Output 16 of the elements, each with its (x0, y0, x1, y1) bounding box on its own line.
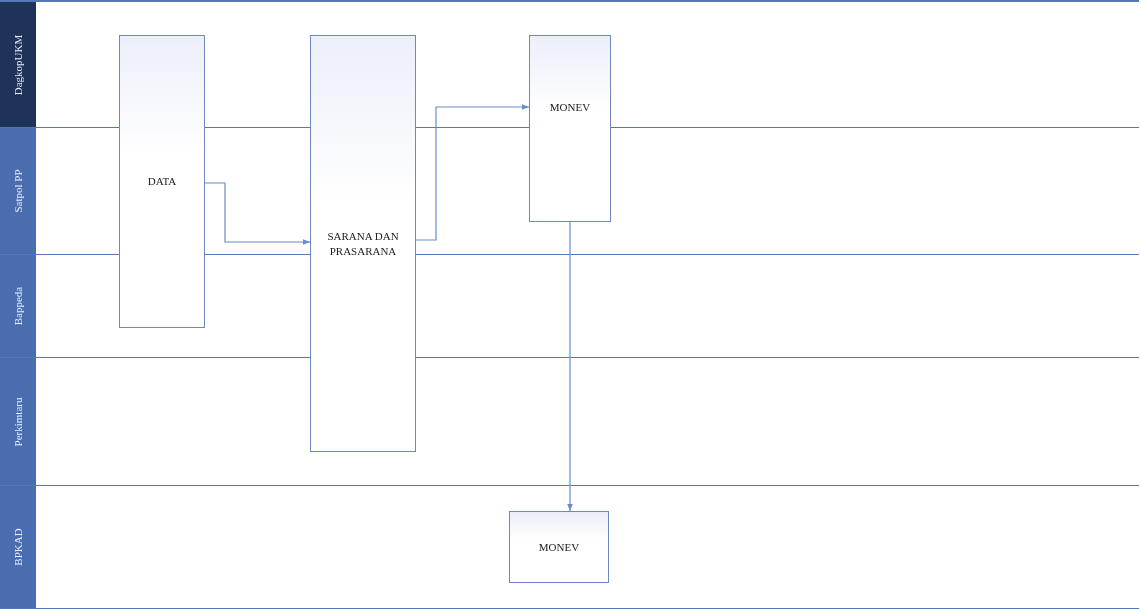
process-label: SARANA DAN PRASARANA (326, 228, 400, 259)
process-label: MONEV (538, 539, 580, 555)
lane-label: Perkimtaru (12, 397, 24, 446)
lane-label: BPKAD (12, 528, 24, 566)
arrow (415, 104, 530, 241)
arrow (204, 182, 311, 245)
process-box (509, 511, 609, 583)
process-box (119, 35, 205, 328)
lane-label: Bappeda (12, 286, 24, 326)
process-box (529, 35, 611, 222)
process-label: DATA (147, 174, 177, 189)
process-box (310, 35, 416, 452)
lane-label: Satpol PP (12, 169, 24, 213)
process-label: MONEV (549, 100, 591, 115)
arrow (567, 221, 573, 512)
lane-label: DagkopUKM (12, 34, 24, 95)
